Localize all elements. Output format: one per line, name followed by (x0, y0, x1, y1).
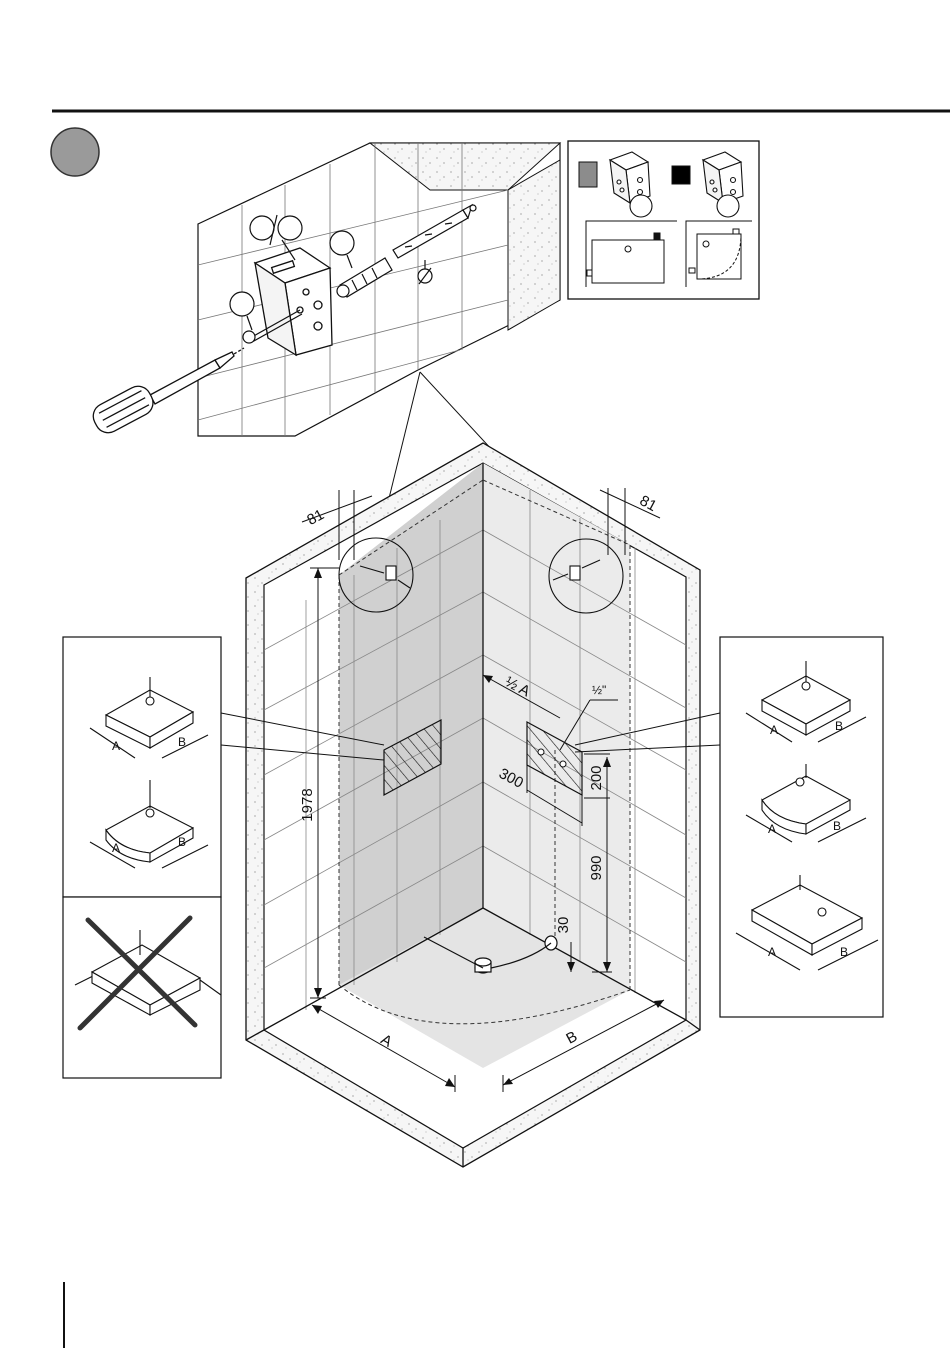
left-tray-a: A (112, 739, 120, 753)
left-tray-b: B (178, 735, 186, 749)
right-tray1-a: A (770, 723, 778, 737)
left-quad-b: B (178, 835, 186, 849)
dim-pipe: ½" (592, 683, 606, 697)
dim-outlet-offset: 30 (555, 917, 572, 934)
right-tray2-a: A (768, 822, 776, 836)
dim-outlet-height: 990 (588, 855, 605, 880)
left-tray-panel: A B A B (63, 637, 221, 897)
right-tray3-b: B (840, 945, 848, 959)
not-allowed-panel (63, 897, 221, 1078)
dim-height: 1978 (299, 788, 316, 821)
bracket-orientation-detail (568, 141, 759, 299)
dim-hatch-height: 200 (588, 765, 605, 790)
wall-fixing-detail (89, 143, 560, 437)
grey-bracket-swatch (579, 162, 597, 187)
dim-right-offset: 81 (637, 492, 660, 515)
right-tray-panel: A B A B A B (720, 637, 883, 1017)
left-quad-a: A (112, 841, 120, 855)
step-marker (51, 128, 99, 176)
right-tray3-a: A (768, 945, 776, 959)
shower-enclosure-view: 81 81 1978 ½ A ½" 300 200 990 30 A B (221, 443, 720, 1167)
right-tray1-b: B (835, 719, 843, 733)
black-bracket-swatch (672, 166, 690, 184)
right-tray2-b: B (833, 819, 841, 833)
dim-left-offset: 81 (304, 506, 327, 529)
